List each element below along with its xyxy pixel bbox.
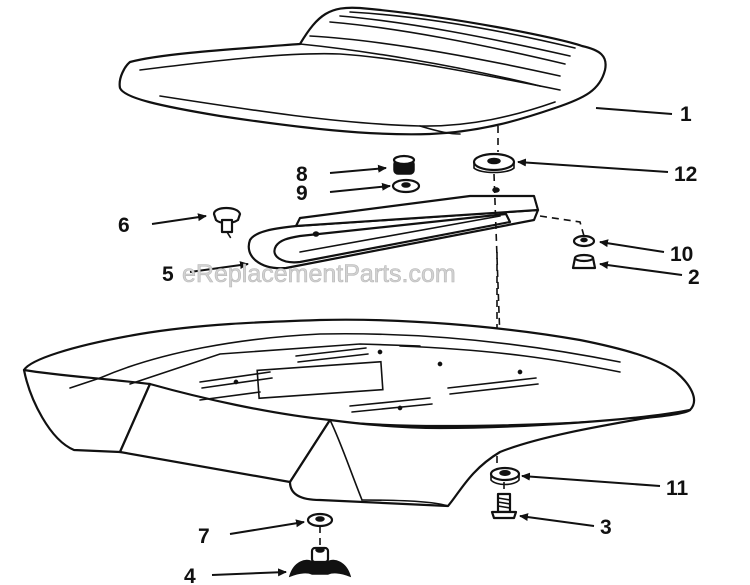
callout-2: 2 (688, 266, 700, 289)
watermark-text: eReplacementParts.com (182, 260, 456, 288)
nut-part-2 (571, 253, 597, 270)
spacer-part-11 (489, 466, 521, 486)
bolt-part-3 (490, 482, 518, 520)
washer-part-10 (572, 234, 596, 248)
callout-3: 3 (600, 516, 612, 539)
callout-12: 12 (674, 163, 697, 186)
callout-10: 10 (670, 243, 693, 266)
slide-bracket-part-5 (247, 187, 540, 270)
callout-leaders (151, 107, 683, 577)
callout-5: 5 (162, 263, 174, 286)
callout-1: 1 (680, 103, 692, 126)
callout-9: 9 (296, 182, 308, 205)
bolt-part-6 (212, 206, 242, 241)
washer-part-9 (391, 178, 421, 194)
callout-8: 8 (296, 163, 308, 186)
callout-7: 7 (198, 525, 210, 548)
callout-11: 11 (666, 477, 689, 500)
seat-base (22, 318, 696, 508)
callout-6: 6 (118, 214, 130, 237)
spacer-part-12 (472, 152, 516, 174)
callout-4: 4 (184, 565, 196, 585)
wingnut-part-4 (288, 546, 352, 578)
nut-part-8 (392, 154, 416, 175)
seat-cushion (118, 6, 607, 152)
lockwasher-part-7 (306, 512, 334, 528)
callout-labels: 1 12 8 9 6 5 10 2 11 3 7 4 (118, 103, 700, 585)
